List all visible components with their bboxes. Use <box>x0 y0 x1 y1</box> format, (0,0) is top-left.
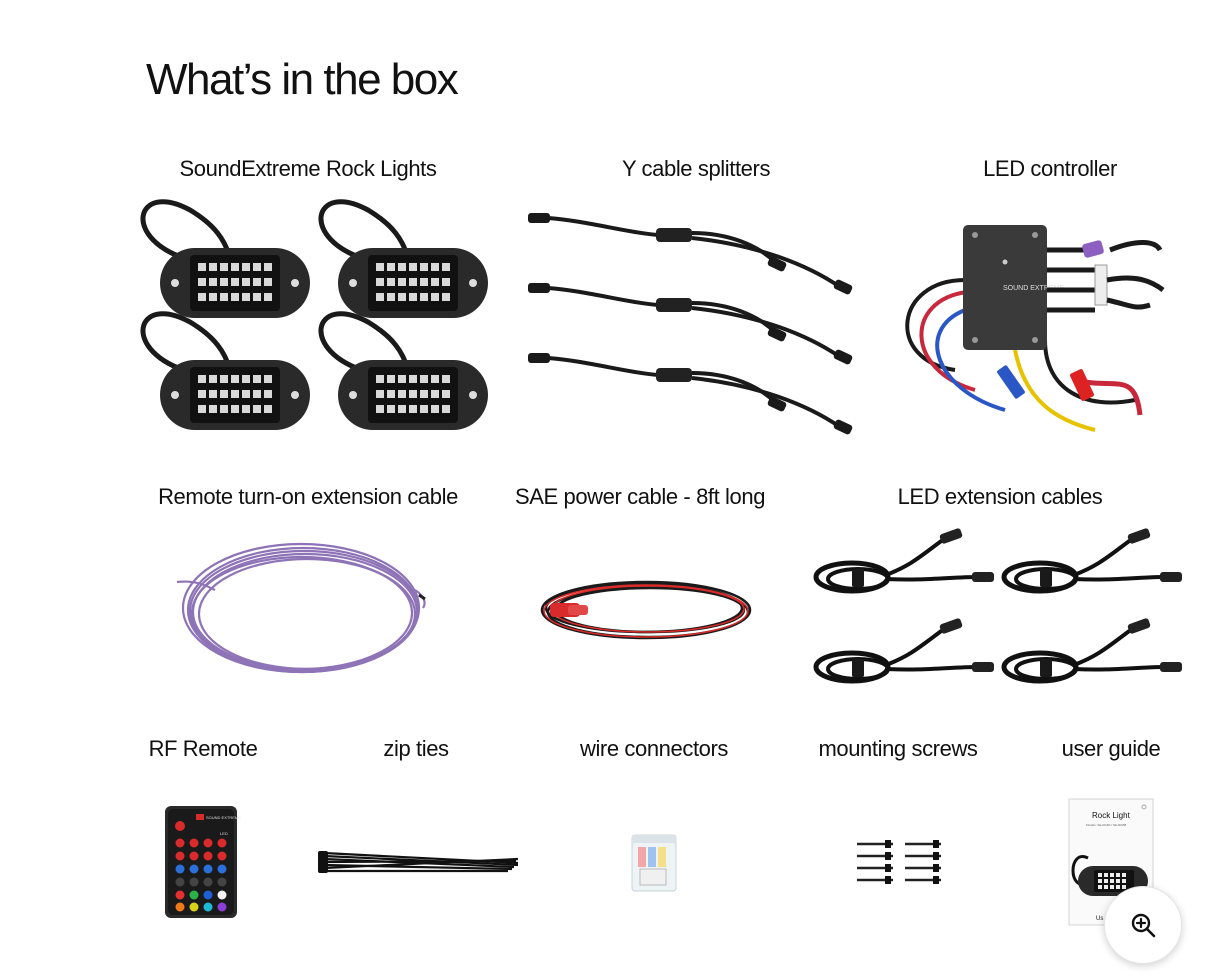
item-label-remote-turn-on-cable: Remote turn-on extension cable <box>158 484 458 509</box>
rf-remote-image: SOUND EXTREME LED <box>165 806 241 918</box>
item-label-led-extension-cables: LED extension cables <box>897 484 1103 509</box>
remote-led-label: LED <box>220 831 228 836</box>
item-label-rf-remote: RF Remote <box>148 736 258 761</box>
remote-turn-on-cable-image <box>176 542 426 674</box>
y-splitters-image <box>526 211 856 438</box>
zoom-in-icon <box>1131 913 1156 938</box>
item-label-user-guide: user guide <box>1061 736 1161 761</box>
controller-brand-text: SOUND EXTREME <box>1003 285 1064 292</box>
guide-subtitle-text: Models: SE-RGB4 / SE-RGB8 <box>1086 823 1127 827</box>
guide-title-text: Rock Light <box>1092 811 1131 820</box>
remote-brand-text: SOUND EXTREME <box>206 815 241 820</box>
item-label-y-splitters: Y cable splitters <box>621 156 771 181</box>
rock-lights-image <box>130 200 500 450</box>
led-controller-image: SOUND EXTREME <box>905 225 1165 432</box>
sae-power-cable-image <box>540 580 752 640</box>
zip-ties-image <box>318 851 519 873</box>
zoom-in-button[interactable] <box>1104 886 1182 964</box>
item-label-mounting-screws: mounting screws <box>818 736 978 761</box>
item-label-wire-connectors: wire connectors <box>579 736 729 761</box>
led-extension-cables-image <box>812 525 1187 697</box>
item-label-led-controller: LED controller <box>983 156 1117 181</box>
item-label-zip-ties: zip ties <box>383 736 449 761</box>
section-title: What’s in the box <box>146 55 459 104</box>
mounting-screws-image <box>857 840 941 884</box>
item-label-rock-lights: SoundExtreme Rock Lights <box>179 156 437 181</box>
guide-footer-text: Us <box>1096 916 1103 922</box>
wire-connectors-image <box>631 834 677 892</box>
item-label-sae-power-cable: SAE power cable - 8ft long <box>514 484 766 509</box>
